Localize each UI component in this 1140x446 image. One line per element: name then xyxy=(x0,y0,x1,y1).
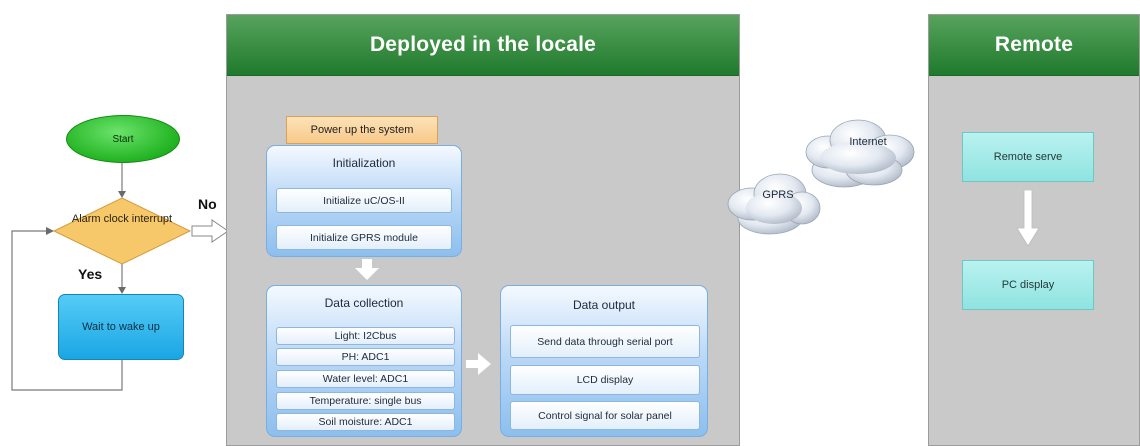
collection-item: Soil moisture: ADC1 xyxy=(276,413,455,431)
arrowhead-decision-wait xyxy=(118,287,126,294)
internet-label: Internet xyxy=(849,136,887,148)
output-item: Control signal for solar panel xyxy=(510,401,700,430)
wait-node: Wait to wake up xyxy=(58,294,184,360)
collection-item: Water level: ADC1 xyxy=(276,370,455,388)
collection-item: Temperature: single bus xyxy=(276,392,455,410)
data-output-title: Data output xyxy=(572,298,636,312)
network-clouds xyxy=(727,119,915,235)
initialization-group: Initialization Initialize uC/OS-II Initi… xyxy=(266,145,462,257)
arrowhead-start-decision xyxy=(118,191,126,198)
flowchart-connectors xyxy=(11,163,229,391)
wait-label: Wait to wake up xyxy=(82,321,160,333)
pc-display-label: PC display xyxy=(1001,279,1055,291)
collection-item: PH: ADC1 xyxy=(276,348,455,366)
yes-label: Yes xyxy=(78,266,103,282)
output-item: LCD display xyxy=(510,365,700,395)
power-up-box: Power up the system xyxy=(286,116,438,144)
init-item: Initialize uC/OS-II xyxy=(276,188,452,213)
arrowhead-loop xyxy=(46,227,54,235)
gprs-cloud-icon xyxy=(727,173,821,235)
no-label: No xyxy=(198,196,217,212)
remote-server-label: Remote serve xyxy=(993,151,1063,163)
decision-label: Alarm clock interrupt xyxy=(71,213,173,225)
loop-back-line xyxy=(11,230,123,391)
start-label: Start xyxy=(112,133,134,145)
arrow-right-icon xyxy=(466,352,492,376)
data-collection-title: Data collection xyxy=(324,296,404,310)
remote-panel-header: Remote xyxy=(929,15,1139,76)
init-item: Initialize GPRS module xyxy=(276,225,452,250)
arrow-down-icon xyxy=(354,259,380,281)
locale-panel-header: Deployed in the locale xyxy=(227,15,739,76)
output-item: Send data through serial port xyxy=(510,325,700,358)
pc-display-box: PC display xyxy=(962,260,1094,310)
data-output-group: Data output Send data through serial por… xyxy=(500,285,708,437)
internet-cloud-icon xyxy=(805,119,915,188)
decision-diamond xyxy=(52,197,192,265)
no-arrow-icon xyxy=(191,219,229,243)
initialization-title: Initialization xyxy=(332,156,396,170)
start-node: Start xyxy=(66,115,180,163)
collection-item: Light: I2Cbus xyxy=(276,327,455,345)
remote-server-box: Remote serve xyxy=(962,132,1094,182)
data-collection-group: Data collection Light: I2Cbus PH: ADC1 W… xyxy=(266,285,462,437)
arrow-down-icon xyxy=(1016,190,1040,248)
gprs-label: GPRS xyxy=(762,189,794,201)
power-up-label: Power up the system xyxy=(310,124,414,136)
